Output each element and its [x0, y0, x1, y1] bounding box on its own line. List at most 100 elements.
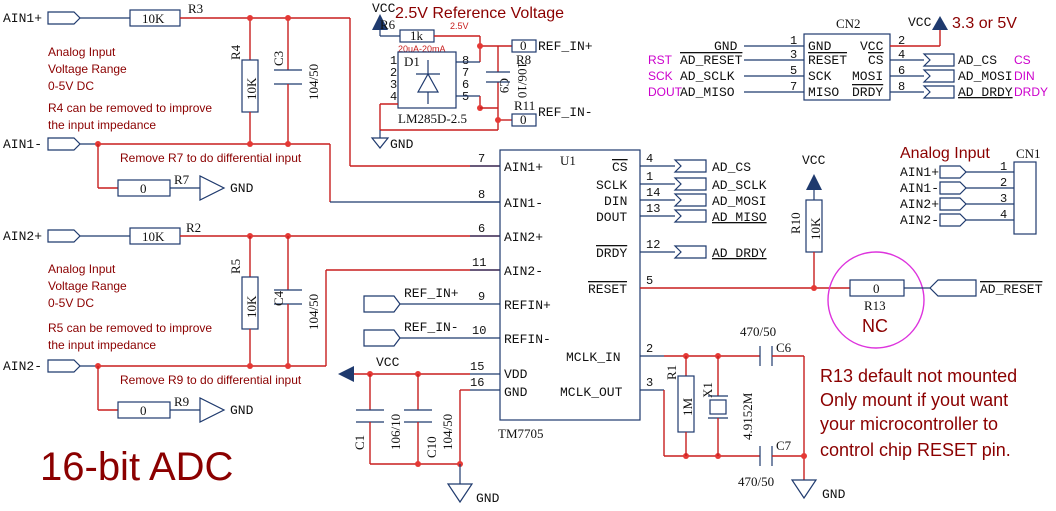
cn1-ref: CN1 — [1016, 146, 1041, 161]
vdd-decoupling: VCC GND C1 106/10 C10 104/50 — [338, 355, 500, 506]
cn2-label-rst: RST — [648, 53, 673, 67]
d1-pin7: 7 — [462, 66, 469, 80]
ain2m-label: AIN2- — [3, 359, 42, 374]
u1-pin5-name: RESET — [588, 282, 627, 297]
c1-value: 106/10 — [388, 414, 403, 450]
diff2-note: Remove R9 to do differential input — [120, 373, 302, 387]
c1-ref: C1 — [352, 435, 367, 450]
r7-gnd: GND — [230, 181, 254, 196]
u1-pin5-num: 5 — [646, 274, 653, 288]
r2-value: 10K — [142, 229, 165, 244]
r8-value: 0 — [520, 38, 527, 53]
u1-net-mosi: AD_MOSI — [712, 194, 767, 209]
refin-flags: REF_IN+ REF_IN- — [363, 286, 470, 347]
u1-pin14-name: DIN — [604, 194, 627, 209]
cn2-pin2-name: VCC — [860, 39, 884, 54]
u1-pin3-name: MCLK_OUT — [560, 385, 623, 400]
c9-ref: C9 — [497, 78, 512, 93]
cn2-net-gnd: GND — [714, 39, 738, 54]
adc-title: 16-bit ADC — [40, 445, 233, 489]
u1-pin6-num: 6 — [478, 222, 485, 236]
c3-ref: C3 — [271, 51, 286, 66]
c6-ref: C6 — [776, 340, 792, 355]
cn2-net-miso: AD_MISO — [680, 85, 735, 100]
r1-value: 1M — [680, 398, 695, 417]
u1-pin12-name: DRDY — [596, 246, 627, 261]
cn2-label-dout: DOUT — [648, 85, 683, 99]
refin-m-label: REF_IN- — [404, 320, 459, 335]
u1-pin2-num: 2 — [646, 342, 653, 356]
refin-p-label: REF_IN+ — [404, 286, 459, 301]
u1-pin2-name: MCLK_IN — [566, 350, 621, 365]
ain1m-label: AIN1- — [3, 137, 42, 152]
u1-pin11-num: 11 — [472, 256, 486, 270]
u1-pin14-num: 14 — [646, 186, 660, 200]
remove1-line2: the input impedance — [48, 118, 156, 132]
u1-chip: U1 TM7705 7 AIN1+ 8 AIN1- 6 AIN2+ 11 AIN… — [470, 149, 850, 441]
cn2-pin7-name: MISO — [808, 85, 839, 100]
d1-pin3: 3 — [390, 78, 397, 92]
c4-ref: C4 — [271, 290, 286, 306]
r6-value: 1k — [410, 28, 424, 43]
remove2-line2: the input impedance — [48, 338, 156, 352]
reference-section: VCC 2.5V Reference Voltage 1k R6 2.5V 20… — [370, 1, 593, 152]
u1-name: TM7705 — [498, 426, 544, 441]
cn2-label-cs: CS — [1014, 53, 1031, 67]
u1-pin6-name: AIN2+ — [504, 230, 543, 245]
cn1-connector: Analog Input CN1 AIN1+ AIN1- AIN2+ AIN2-… — [900, 145, 1041, 235]
ref-vcc-label: VCC — [372, 1, 396, 16]
cn2-pin3-name: RESET — [808, 53, 847, 68]
cn2-pin3-num: 3 — [790, 48, 797, 62]
r5-ref: R5 — [228, 259, 243, 274]
d1-pin6: 6 — [462, 78, 469, 92]
r9-ref: R9 — [174, 394, 189, 409]
r3-ref: R3 — [188, 1, 203, 16]
x1-ref: X1 — [700, 382, 715, 398]
cn2-net-mosi: AD_MOSI — [958, 69, 1013, 84]
u1-pin9-num: 9 — [478, 290, 485, 304]
r13-note-4: control chip RESET pin. — [820, 440, 1011, 460]
r6-note2: 20uA-20mA — [398, 44, 446, 54]
r4-ref: R4 — [228, 44, 243, 60]
ref-gnd-label: GND — [390, 137, 414, 152]
range2-line3: 0-5V DC — [48, 296, 94, 310]
ain2-section: AIN2+ 10K R2 10K R5 C4 104/50 Analog Inp… — [3, 220, 500, 423]
u1-pin10-name: REFIN- — [504, 332, 551, 347]
c3-value: 104/50 — [306, 64, 321, 100]
r1-ref: R1 — [664, 365, 679, 380]
cn1-pin1: 1 — [1000, 160, 1007, 174]
r6-note: 2.5V — [450, 21, 469, 31]
cn1-net1: AIN1+ — [900, 165, 939, 180]
cn1-pin3: 3 — [1000, 192, 1007, 206]
r13-nc: NC — [862, 316, 888, 336]
u1-pin10-num: 10 — [472, 324, 486, 338]
cn2-label-sck: SCK — [648, 69, 673, 83]
vdd-gnd-label: GND — [476, 491, 500, 506]
cn2-pin4-name: CS — [868, 53, 884, 68]
r4-value: 10K — [244, 77, 259, 100]
c9-value: 106/10 — [515, 62, 530, 98]
cn2-pin8-num: 8 — [898, 80, 905, 94]
c10-ref: C10 — [424, 436, 439, 458]
cn2-pin8-name: DRDY — [852, 85, 883, 100]
cn2-label-din: DIN — [1014, 69, 1035, 83]
d1-pin2: 2 — [390, 66, 397, 80]
c7-value: 470/50 — [738, 474, 774, 489]
range1-line1: Analog Input — [48, 45, 116, 59]
r2-ref: R2 — [186, 220, 201, 235]
r10-value: 10K — [808, 217, 823, 240]
crystal-section: 1M R1 X1 4.9152M 470/50 C6 470/50 C7 GND — [663, 324, 846, 502]
cn2-pin5-num: 5 — [790, 64, 797, 78]
u1-pin7-name: AIN1+ — [504, 160, 543, 175]
cn1-title: Analog Input — [900, 145, 990, 162]
r10-vcc-label: VCC — [802, 153, 826, 168]
cn1-net4: AIN2- — [900, 213, 939, 228]
range1-line2: Voltage Range — [48, 62, 127, 76]
reset-section: VCC 10K R10 0 R13 NC AD_RESET R13 defaul… — [788, 153, 1043, 460]
diff1-note: Remove R7 to do differential input — [120, 151, 302, 165]
r11-value: 0 — [520, 112, 527, 127]
r13-nc-circle — [827, 251, 925, 349]
d1-body — [397, 51, 457, 109]
cn2-pin1-name: GND — [808, 39, 832, 54]
d1-pin5: 5 — [462, 90, 469, 104]
